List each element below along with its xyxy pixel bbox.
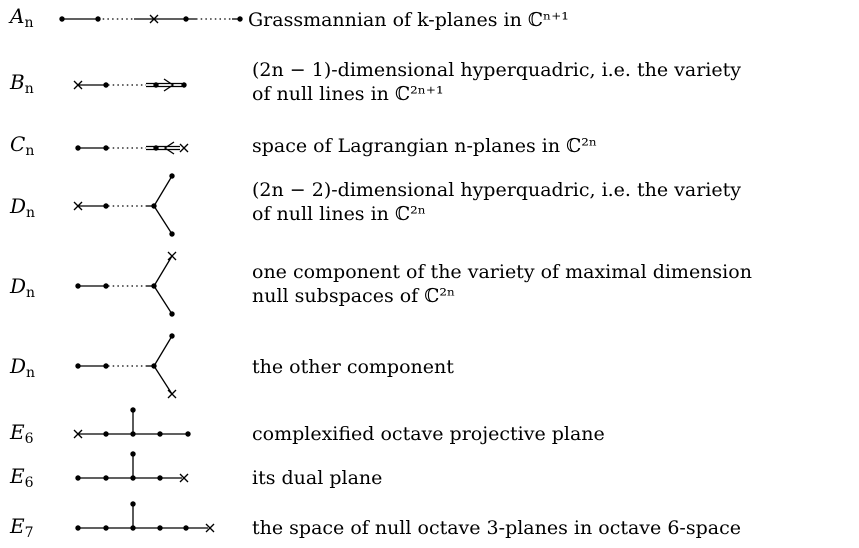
dynkin-diagram-e7 — [75, 501, 215, 533]
row-description: space of Lagrangian n-planes in ℂ²ⁿ — [252, 135, 598, 157]
row-label: E6 — [10, 464, 34, 491]
dynkin-diagram-d — [75, 333, 177, 399]
row-label: An — [10, 4, 34, 31]
dynkin-diagram-c — [75, 141, 189, 155]
dynkin-diagram-a — [59, 14, 243, 24]
row-description: the other component — [252, 356, 454, 378]
dynkin-diagram-e6 — [75, 451, 189, 483]
row-description: complexified octave projective plane — [252, 423, 605, 445]
row-label: Dn — [10, 274, 36, 301]
row-label: Bn — [10, 70, 34, 97]
dynkin-diagram-d — [75, 251, 177, 317]
row-label: Cn — [10, 132, 35, 159]
row-label: Dn — [10, 194, 36, 221]
row-label: E6 — [10, 420, 34, 447]
dynkin-diagram-b — [73, 78, 187, 92]
dynkin-diagram-d — [73, 173, 175, 237]
dynkin-diagram-e6 — [73, 407, 191, 439]
row-description: (2n − 1)-dimensional hyperquadric, i.e. … — [252, 59, 741, 105]
row-description: its dual plane — [252, 467, 383, 489]
row-label: Dn — [10, 354, 36, 381]
row-description: (2n − 2)-dimensional hyperquadric, i.e. … — [252, 179, 741, 225]
row-description: the space of null octave 3-planes in oct… — [252, 517, 741, 539]
row-label: E7 — [10, 514, 34, 541]
row-description: one component of the variety of maximal … — [252, 261, 752, 307]
row-description: Grassmannian of k-planes in ℂⁿ⁺¹ — [248, 9, 569, 31]
